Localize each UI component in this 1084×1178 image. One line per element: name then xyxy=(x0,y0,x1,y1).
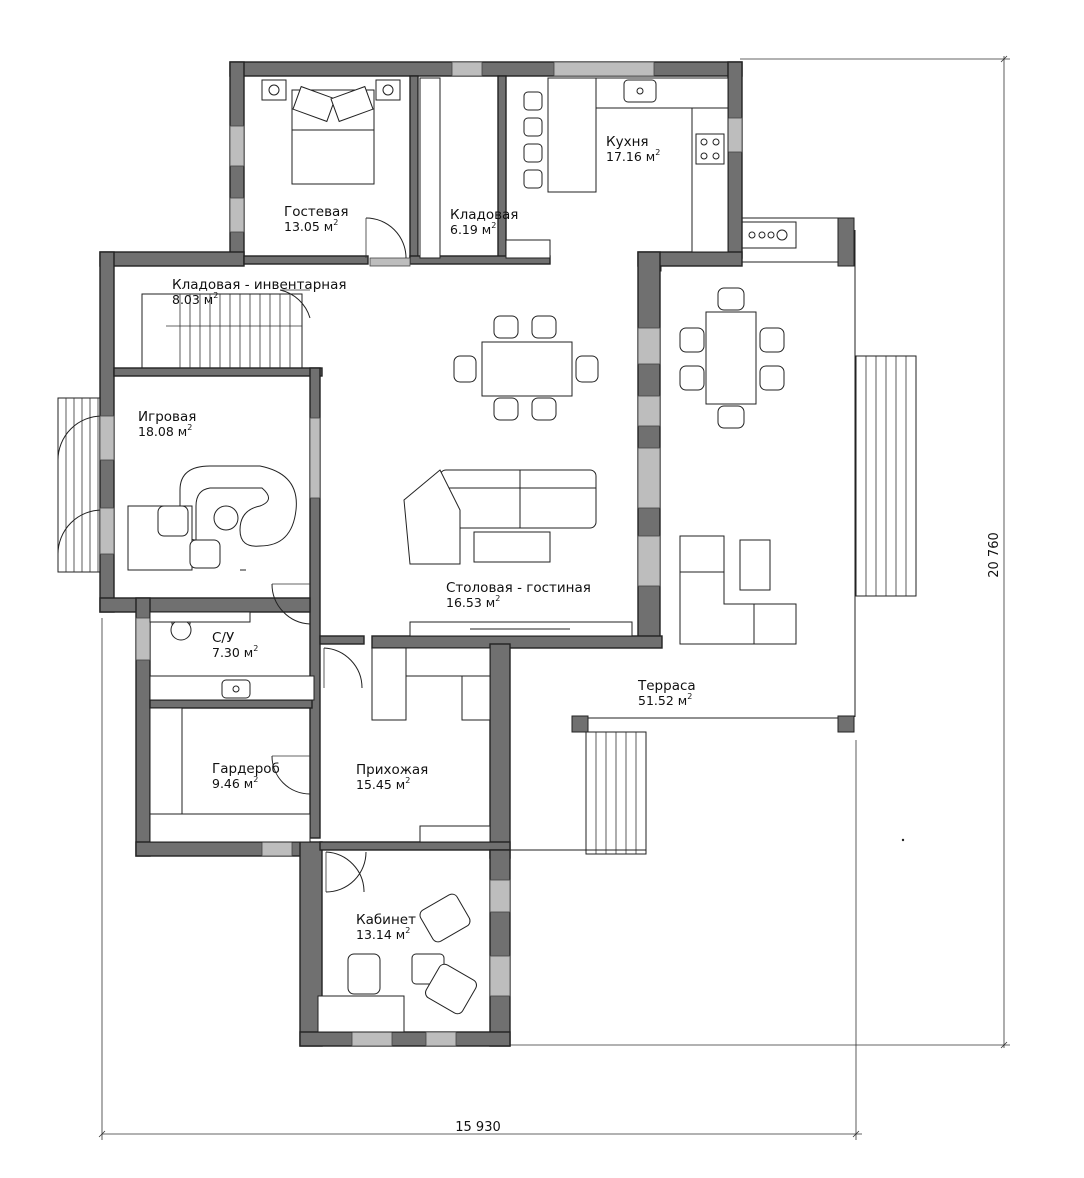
hall-cabinets xyxy=(371,647,491,843)
room-label-pantry: Кладовая 6.19 м2 xyxy=(450,207,518,237)
terrace-chair-icon xyxy=(679,287,785,429)
svg-text:Кабинет: Кабинет xyxy=(356,912,416,928)
svg-text:Прихожая: Прихожая xyxy=(356,762,428,778)
terrace-table xyxy=(705,311,757,405)
kitchen-counter xyxy=(547,77,729,253)
office-desk xyxy=(317,995,405,1033)
sink-icon xyxy=(623,79,657,103)
terrace-sofa-icon xyxy=(679,535,797,645)
dimension-width: 15 930 xyxy=(455,1120,501,1135)
svg-text:С/У: С/У xyxy=(212,630,234,646)
terrace-structure xyxy=(500,217,856,851)
svg-text:Гостевая: Гостевая xyxy=(284,204,348,220)
playroom-steps xyxy=(57,397,105,573)
svg-text:18.08 м2: 18.08 м2 xyxy=(138,423,192,439)
svg-text:6.19 м2: 6.19 м2 xyxy=(450,221,496,237)
svg-text:Терраса: Терраса xyxy=(637,678,696,694)
terrace-steps-right xyxy=(855,355,917,597)
wardrobe-shelves xyxy=(149,707,311,843)
doors xyxy=(271,217,407,893)
svg-text:Игровая: Игровая xyxy=(138,409,196,425)
staircase xyxy=(141,293,303,369)
armchair-icon xyxy=(347,893,477,1015)
room-label-kitchen: Кухня 17.16 м2 xyxy=(606,134,660,164)
tv-unit xyxy=(409,621,633,637)
svg-text:7.30 м2: 7.30 м2 xyxy=(212,644,258,660)
stove-icon xyxy=(695,133,725,165)
windows xyxy=(99,61,743,1047)
svg-text:Кладовая - инвентарная: Кладовая - инвентарная xyxy=(172,277,347,293)
svg-text:13.14 м2: 13.14 м2 xyxy=(356,926,410,942)
svg-text:17.16 м2: 17.16 м2 xyxy=(606,148,660,164)
room-label-playroom: Игровая 18.08 м2 xyxy=(138,409,196,439)
dimension-lines xyxy=(98,55,1010,1140)
pantry-shelves xyxy=(419,77,551,259)
svg-text:13.05 м2: 13.05 м2 xyxy=(284,218,338,234)
bar-stool-icon xyxy=(523,91,543,189)
svg-text:Кухня: Кухня xyxy=(606,134,649,150)
svg-text:Столовая - гостиная: Столовая - гостиная xyxy=(446,580,591,596)
room-label-wardrobe: Гардероб 9.46 м2 xyxy=(212,761,280,791)
room-label-wc: С/У 7.30 м2 xyxy=(212,630,258,660)
dining-chair-icon xyxy=(453,315,599,421)
play-area xyxy=(127,465,297,571)
room-label-office: Кабинет 13.14 м2 xyxy=(356,912,416,942)
dimension-height: 20 760 xyxy=(987,532,1002,578)
bed xyxy=(291,85,375,185)
dining-table xyxy=(481,341,573,397)
washbasin-icon xyxy=(149,611,315,701)
svg-text:51.52 м2: 51.52 м2 xyxy=(638,692,692,708)
svg-text:16.53 м2: 16.53 м2 xyxy=(446,594,500,610)
room-label-dining: Столовая - гостиная 16.53 м2 xyxy=(446,580,591,610)
svg-text:Гардероб: Гардероб xyxy=(212,761,280,777)
room-label-storage: Кладовая - инвентарная 8.03 м2 xyxy=(172,277,347,307)
terrace-steps-bottom xyxy=(585,731,647,855)
room-label-hall: Прихожая 15.45 м2 xyxy=(356,762,428,792)
svg-text:Кладовая: Кладовая xyxy=(450,207,518,223)
nightstand-icon xyxy=(261,79,401,101)
svg-text:9.46 м2: 9.46 м2 xyxy=(212,775,258,791)
svg-text:15.45 м2: 15.45 м2 xyxy=(356,776,410,792)
sofa-icon xyxy=(403,469,597,565)
room-label-terrace: Терраса 51.52 м2 xyxy=(637,678,696,708)
svg-text:8.03 м2: 8.03 м2 xyxy=(172,291,218,307)
room-label-guest: Гостевая 13.05 м2 xyxy=(284,204,348,234)
